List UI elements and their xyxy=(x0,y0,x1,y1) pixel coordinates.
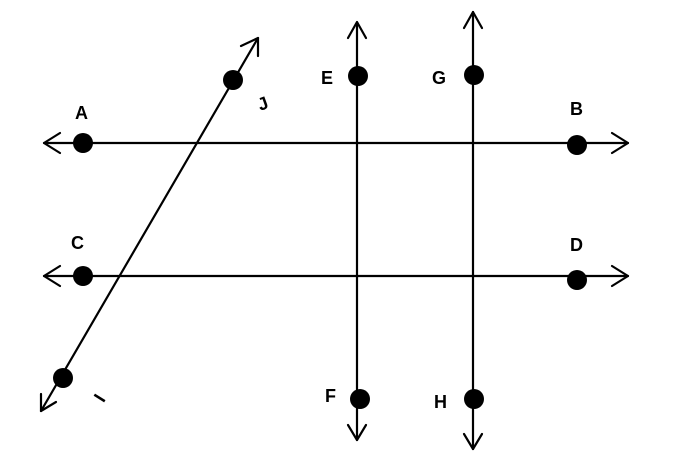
point-d-label: D xyxy=(570,235,583,255)
point-g-dot xyxy=(464,65,484,85)
line-ef xyxy=(346,20,368,442)
point-b-dot xyxy=(567,135,587,155)
line-ij-bottom-arrow xyxy=(39,392,58,413)
point-d-dot xyxy=(567,270,587,290)
line-ef-top-arrow xyxy=(346,20,368,40)
point-a-dot xyxy=(73,133,93,153)
point-i-dot xyxy=(53,368,73,388)
point-i-label: I xyxy=(90,391,110,406)
line-ab-right-arrow xyxy=(610,131,630,155)
point-b-label: B xyxy=(570,99,583,119)
point-h-dot xyxy=(464,389,484,409)
line-cd-left-arrow xyxy=(42,264,62,288)
point-a-label: A xyxy=(75,103,88,123)
point-g-label: G xyxy=(432,68,446,88)
line-ab-left-arrow xyxy=(42,131,62,155)
line-cd xyxy=(42,264,630,288)
point-c-label: C xyxy=(71,233,84,253)
point-e-dot xyxy=(348,66,368,86)
point-f-label: F xyxy=(325,386,336,406)
line-cd-right-arrow xyxy=(610,264,630,288)
point-c-dot xyxy=(73,266,93,286)
point-j-dot xyxy=(223,70,243,90)
line-ef-bottom-arrow xyxy=(346,423,368,442)
line-ab xyxy=(42,131,630,155)
line-gh-top-arrow xyxy=(462,10,484,30)
line-ij xyxy=(39,36,260,413)
point-h-label: H xyxy=(434,392,447,412)
line-ij-top-arrow xyxy=(239,36,260,58)
point-j-label: J xyxy=(255,93,271,115)
point-f-dot xyxy=(350,389,370,409)
line-gh-bottom-arrow xyxy=(462,432,484,451)
point-e-label: E xyxy=(321,68,333,88)
